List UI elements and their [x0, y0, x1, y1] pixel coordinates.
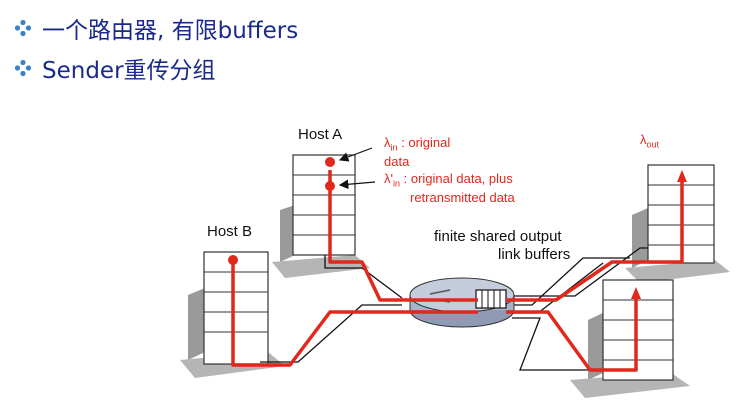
- lambda-in-prime-pointer: [338, 179, 376, 190]
- flow-path-host-b: [231, 260, 478, 367]
- router-label-line-2: link buffers: [498, 246, 571, 263]
- receiver-top-computer: [625, 164, 730, 283]
- host-b-send-dot: [228, 255, 238, 265]
- host-a-resend-dot: [325, 181, 335, 191]
- bullet-text: Sender重传分组: [42, 58, 216, 84]
- flow-path-receiver-top: [506, 178, 684, 302]
- diamond-bullet-icon: [14, 19, 36, 37]
- router-buffer: [475, 289, 507, 309]
- host-a-label: Host A: [298, 126, 343, 143]
- host-b-computer: [180, 251, 285, 378]
- host-a-computer: [272, 154, 370, 278]
- receiver-top-arrow-icon: [677, 170, 687, 182]
- diamond-bullet-icon: [14, 59, 36, 77]
- host-a-send-dot: [325, 157, 335, 167]
- host-b-label: Host B: [207, 223, 253, 240]
- lambda-in-prime-label: λ'in : original data, plus retransmitted…: [384, 171, 515, 205]
- router-label-line-1: finite shared output: [434, 228, 562, 245]
- lambda-out-label: λout: [640, 132, 660, 150]
- bullet-text: 一个路由器, 有限buffers: [42, 18, 299, 44]
- lambda-in-label: λin : original data: [384, 135, 451, 169]
- bullet-item-2: Sender重传分组: [14, 48, 298, 88]
- receiver-bottom-arrow-icon: [631, 287, 641, 299]
- bullet-list: 一个路由器, 有限buffers Sender重传分组: [14, 8, 298, 88]
- flow-path-host-a: [328, 170, 478, 302]
- bullet-item-1: 一个路由器, 有限buffers: [14, 8, 298, 48]
- red-flow-paths: [231, 170, 684, 372]
- receiver-bottom-computer: [570, 279, 690, 398]
- lambda-in-pointer: [338, 147, 373, 162]
- flow-path-receiver-bottom: [506, 295, 638, 372]
